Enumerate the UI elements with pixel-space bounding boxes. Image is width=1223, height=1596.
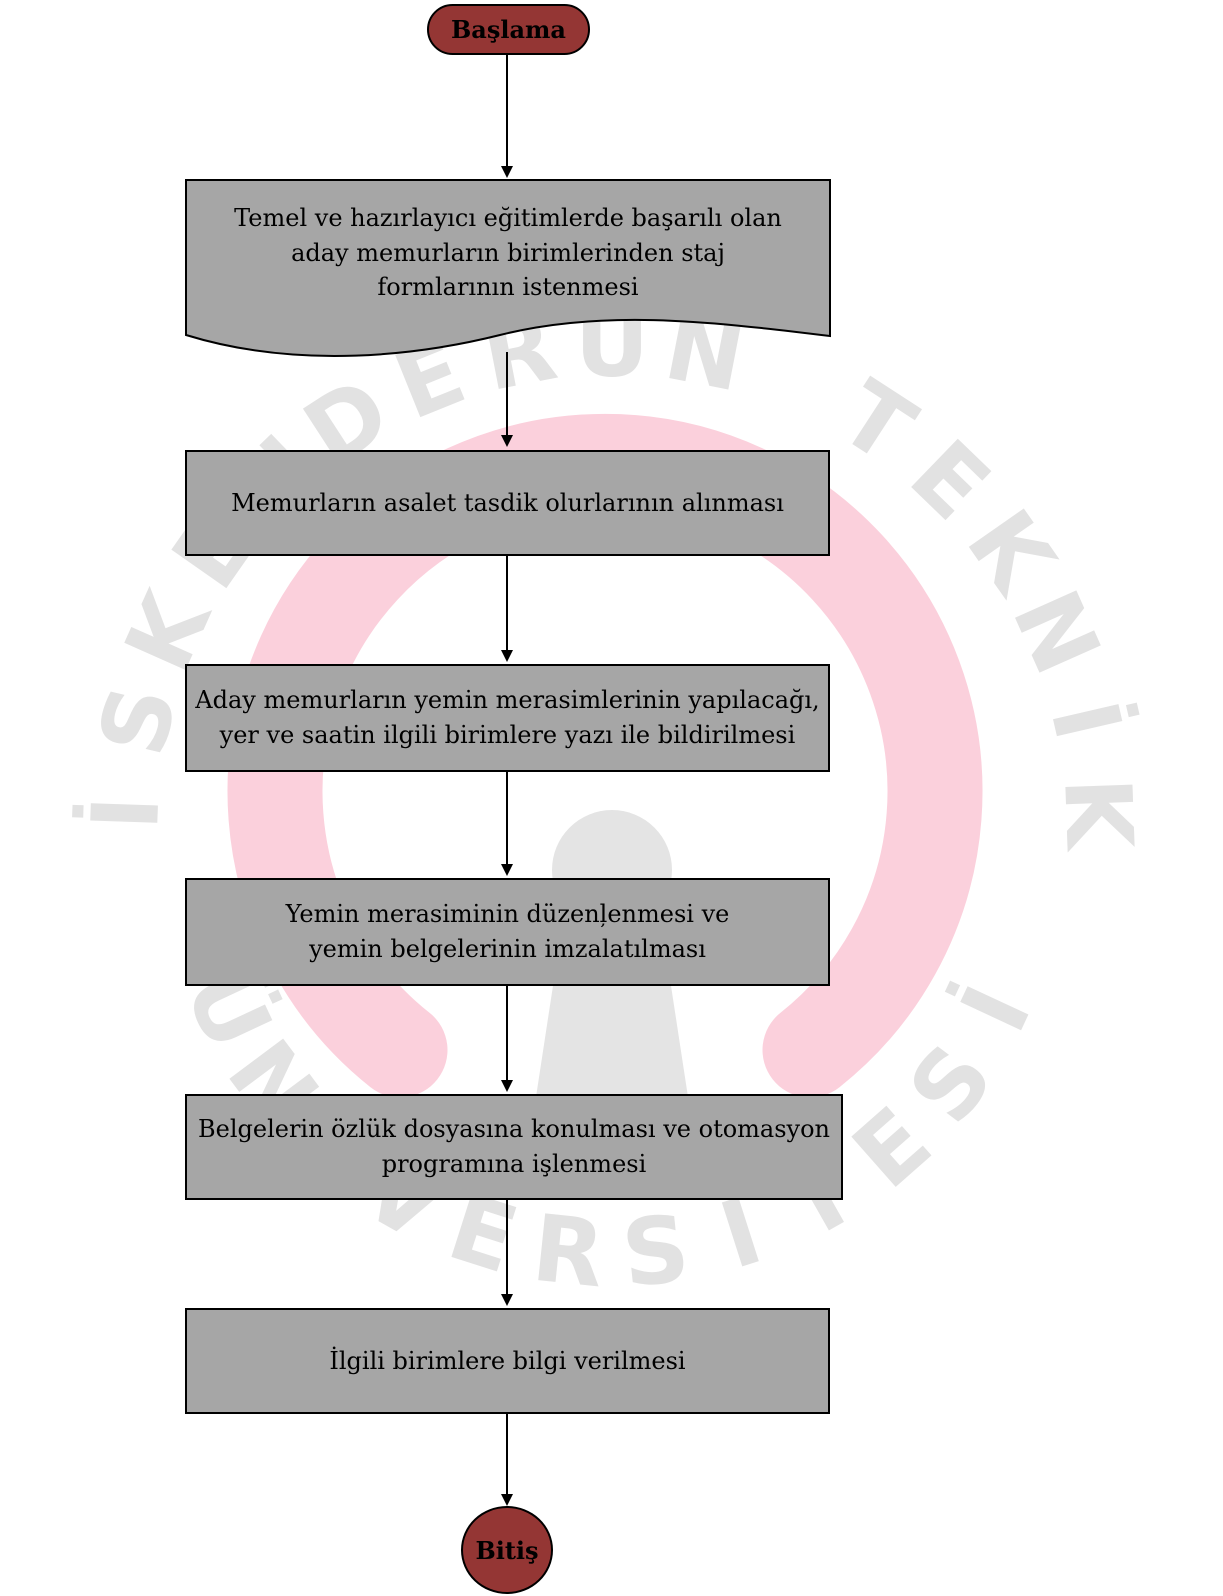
end-label: Bitiş — [475, 1535, 539, 1565]
start-label: Başlama — [451, 15, 566, 44]
step-6-label: İlgili birimlere bilgi verilmesi — [329, 1346, 686, 1375]
step-1-label: Temel ve hazırlayıcı eğitimlerde başarıl… — [234, 203, 782, 302]
step-6-process: İlgili birimlere bilgi verilmesi — [185, 1308, 830, 1414]
document-shape — [185, 179, 831, 357]
start-terminal: Başlama — [427, 4, 590, 55]
watermark-letter: R — [528, 1195, 609, 1309]
step-3-label: Aday memurların yemin merasimlerinin yap… — [195, 686, 820, 749]
end-terminal: Bitiş — [461, 1506, 553, 1594]
step-2-label: Memurların asalet tasdik olurlarının alı… — [231, 488, 784, 517]
step-5-process: Belgelerin özlük dosyasına konulması ve … — [185, 1094, 843, 1200]
step-2-process: Memurların asalet tasdik olurlarının alı… — [185, 450, 830, 556]
step-5-label: Belgelerin özlük dosyasına konulması ve … — [197, 1115, 831, 1178]
step-1-document: Temel ve hazırlayıcı eğitimlerde başarıl… — [186, 180, 830, 350]
watermark-letter: İ — [70, 794, 180, 832]
step-4-process: Yemin merasiminin düzenļenmesi ve yemin … — [185, 878, 830, 986]
watermark-letter: S — [617, 1195, 694, 1308]
watermark-letter: K — [1043, 775, 1153, 854]
step-4-label: Yemin merasiminin düzenļenmesi ve yemin … — [285, 900, 730, 963]
step-3-process: Aday memurların yemin merasimlerinin yap… — [185, 664, 830, 772]
